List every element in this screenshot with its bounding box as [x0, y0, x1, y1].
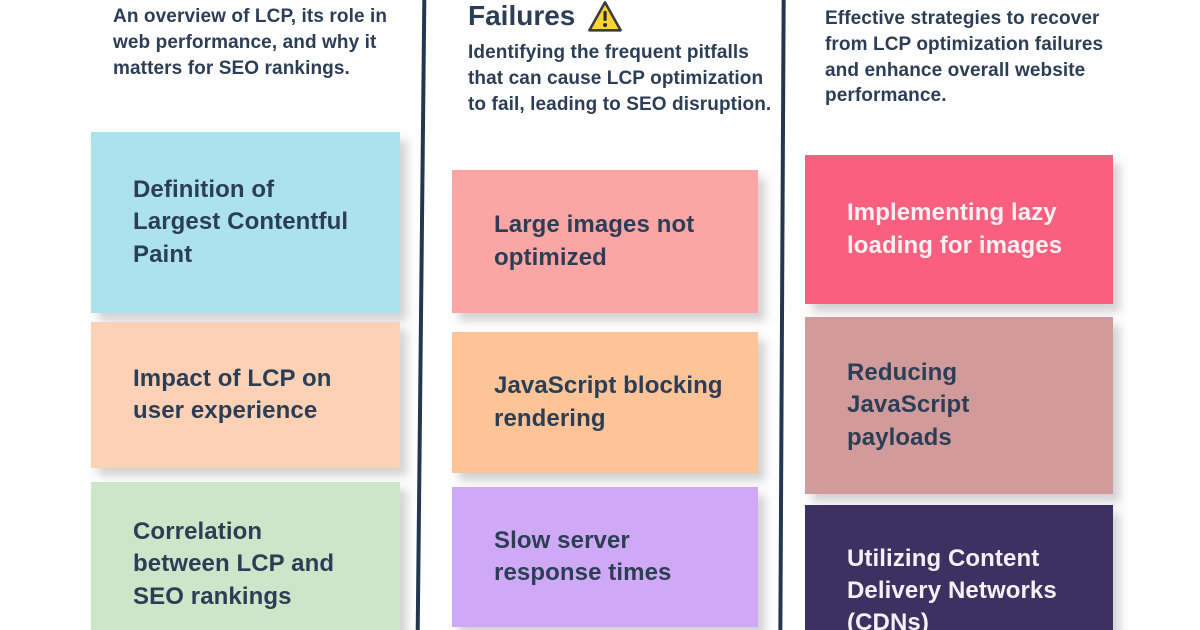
card-impact-of-lcp: Impact of LCP on user experience	[91, 322, 400, 468]
card-label: Impact of LCP on user experience	[133, 364, 332, 424]
card-correlation-lcp-seo: Correlation between LCP and SEO rankings	[91, 482, 400, 630]
card-slow-server-response: Slow server response times	[452, 487, 758, 627]
card-definition-of-lcp: Definition of Largest Contentful Paint	[91, 132, 400, 313]
failures-heading-label: Failures	[468, 0, 576, 31]
card-label: Correlation between LCP and SEO rankings	[133, 518, 335, 610]
warning-icon	[588, 1, 623, 32]
card-label: Reducing JavaScript payloads	[847, 359, 970, 451]
column-divider-left	[415, 0, 427, 630]
card-label: Definition of Largest Contentful Paint	[133, 176, 349, 268]
card-utilizing-cdns: Utilizing Content Delivery Networks (CDN…	[805, 505, 1113, 630]
recovery-description: Effective strategies to recover from LCP…	[825, 8, 1104, 107]
card-label: JavaScript blocking rendering	[494, 372, 723, 432]
overview-description: An overview of LCP, its role in web perf…	[113, 6, 388, 79]
card-label: Implementing lazy loading for images	[847, 199, 1063, 259]
failures-description: Identifying the frequent pitfalls that c…	[468, 42, 772, 115]
card-label: Slow server response times	[494, 526, 672, 586]
card-javascript-blocking-rendering: JavaScript blocking rendering	[452, 332, 758, 473]
card-lazy-loading-images: Implementing lazy loading for images	[805, 155, 1113, 304]
card-large-images-not-optimized: Large images not optimized	[452, 170, 758, 313]
card-label: Large images not optimized	[494, 211, 695, 271]
failures-heading: Failures	[468, 0, 623, 33]
card-label: Utilizing Content Delivery Networks (CDN…	[847, 544, 1057, 630]
card-reducing-js-payloads: Reducing JavaScript payloads	[805, 317, 1113, 494]
